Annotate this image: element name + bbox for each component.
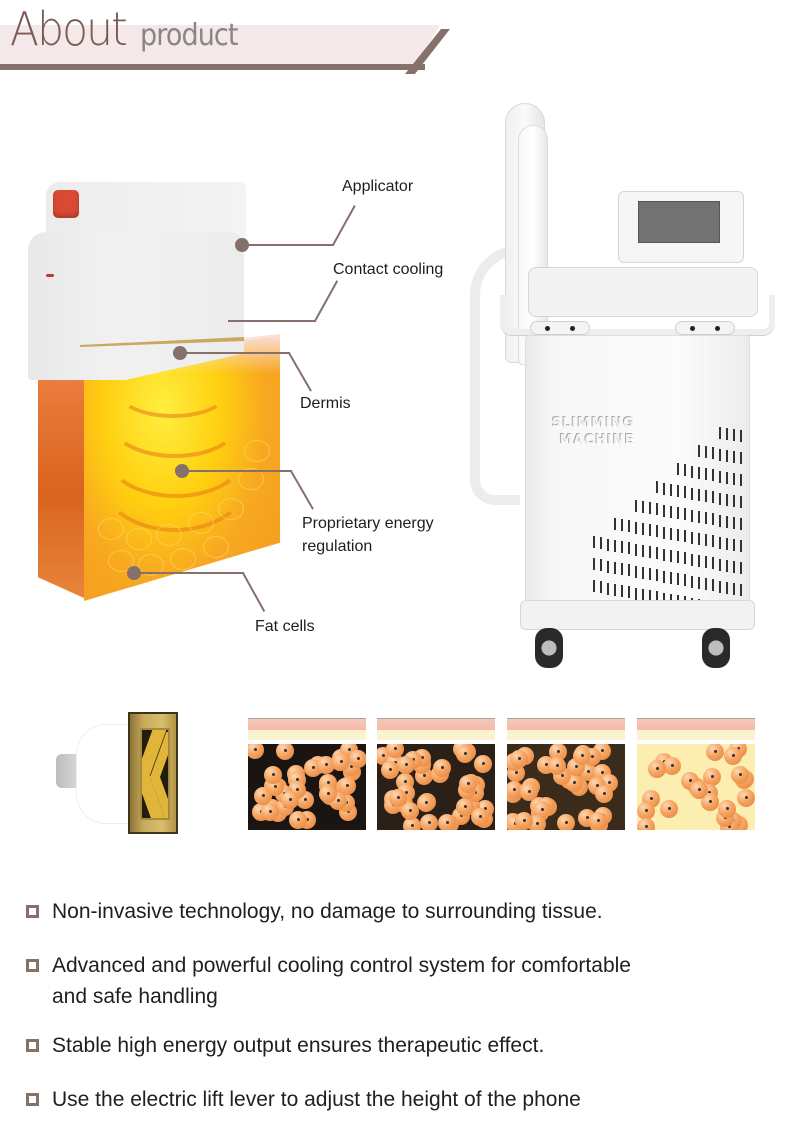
hollow-square-icon xyxy=(26,1093,39,1106)
caster-wheel-left xyxy=(535,628,563,668)
callout-label-energy-regulation-line2: regulation xyxy=(302,538,373,555)
applicator-diagram: Applicator Contact cooling Dermis Propri… xyxy=(0,160,470,640)
page-title: About xyxy=(10,2,128,56)
callout-label-dermis: Dermis xyxy=(300,395,351,412)
feature-item: Stable high energy output ensures therap… xyxy=(26,1030,746,1061)
slimming-machine-image: SLIMMING MACHINE xyxy=(470,95,800,675)
callout-label-energy-regulation: Proprietary energy xyxy=(302,515,434,532)
feature-item: Advanced and powerful cooling control sy… xyxy=(26,950,746,1012)
feature-item: Non-invasive technology, no damage to su… xyxy=(26,896,746,927)
header-underline xyxy=(0,64,425,70)
page-subtitle: product xyxy=(140,18,238,53)
hollow-square-icon xyxy=(26,1039,39,1052)
handle-grip-left xyxy=(530,321,590,335)
header-band xyxy=(0,25,440,69)
applicator-red-button xyxy=(53,190,79,218)
fat-stage-panel-3 xyxy=(507,718,625,830)
fat-stage-panel-2 xyxy=(377,718,495,830)
caster-wheel-right xyxy=(702,628,730,668)
machine-brand-label: SLIMMING MACHINE xyxy=(552,416,635,448)
section-header: About product xyxy=(0,0,460,80)
push-handle xyxy=(500,295,775,335)
feature-item: Use the electric lift lever to adjust th… xyxy=(26,1084,746,1115)
indicator-led xyxy=(46,274,54,277)
contact-cooling-plate xyxy=(80,337,244,347)
callout-label-applicator: Applicator xyxy=(342,178,414,195)
ventilation-grille xyxy=(570,380,750,618)
hollow-square-icon xyxy=(26,905,39,918)
fat-stage-panel-1 xyxy=(248,718,366,830)
touchscreen-display xyxy=(638,201,720,243)
applicator-handpiece xyxy=(28,182,250,380)
callout-label-fat-cells: Fat cells xyxy=(255,618,315,635)
fat-stage-panel-4 xyxy=(637,718,755,830)
machine-base xyxy=(520,600,755,630)
machine-top-deck xyxy=(528,267,758,317)
hollow-square-icon xyxy=(26,959,39,972)
callout-label-contact-cooling: Contact cooling xyxy=(333,261,444,278)
applicator-probe-image xyxy=(50,712,182,834)
gold-probe-head xyxy=(128,712,178,834)
handle-grip-right xyxy=(675,321,735,335)
